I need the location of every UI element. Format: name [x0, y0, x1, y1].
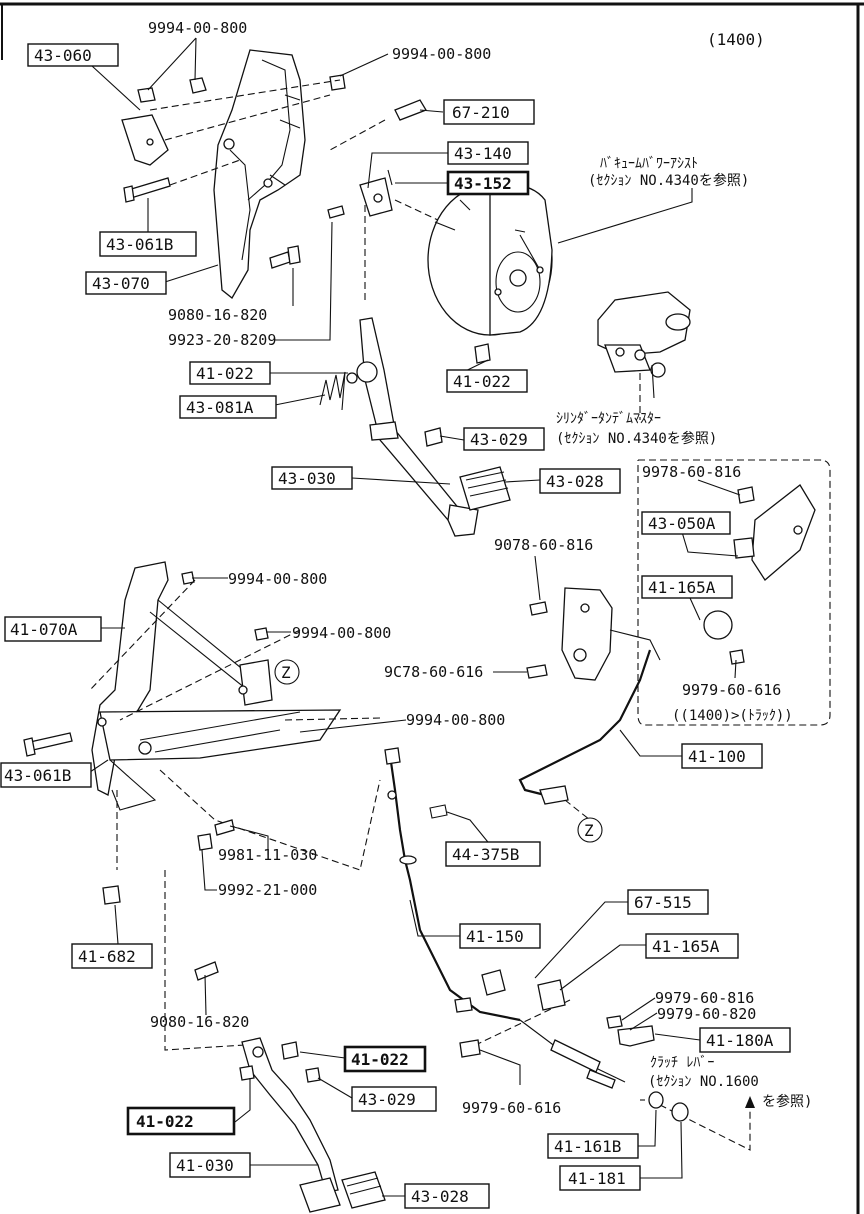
clutch-lever-note: ｸﾗｯﾁ ﾚﾊﾞｰ	[650, 1055, 714, 1071]
callout-44-375b: 44-375B	[452, 845, 519, 864]
callout-41-181: 41-181	[568, 1169, 626, 1188]
svg-text:Z: Z	[281, 663, 291, 682]
callout-9979-816: 9979-60-816	[655, 989, 754, 1007]
brake-support-bracket-drawing	[213, 49, 306, 299]
callout-41-682: 41-682	[78, 947, 136, 966]
callout-67-210: 67-210	[452, 103, 510, 122]
brake-pedal-pad-drawing	[459, 466, 511, 511]
callout-9994-d: 9994-00-800	[292, 624, 391, 642]
callout-9994-c: 9994-00-800	[228, 570, 327, 588]
clutch-lever-41-180a-drawing	[606, 1015, 655, 1047]
pedal-support-41-070a-drawing	[91, 561, 342, 811]
callout-43-028-b: 43-028	[411, 1187, 469, 1206]
callout-41-022-b: 41-022	[453, 372, 511, 391]
callout-43-060: 43-060	[34, 46, 92, 65]
bracket-43-060-drawing	[121, 74, 346, 166]
callout-43-140: 43-140	[454, 144, 512, 163]
callout-41-165a-a: 41-165A	[648, 578, 716, 597]
vacuum-booster-drawing	[427, 183, 553, 336]
callout-67-515: 67-515	[634, 893, 692, 912]
callout-leaders	[89, 37, 741, 1197]
callout-43-030: 43-030	[278, 469, 336, 488]
callout-9979-820: 9979-60-820	[657, 1005, 756, 1023]
vacuum-booster-section-note: (ｾｸｼｮﾝ NO.4340を参照)	[588, 172, 749, 189]
callout-43-028-a: 43-028	[546, 472, 604, 491]
callout-43-050a: 43-050A	[648, 514, 716, 533]
callout-9979-616: 9979-60-616	[682, 681, 781, 699]
arrow-head-icon	[745, 1096, 755, 1108]
callout-41-070a: 41-070A	[10, 620, 78, 639]
callout-9979-616b: 9979-60-616	[462, 1099, 561, 1117]
z-marks: Z Z	[274, 659, 603, 843]
vacuum-booster-note: ﾊﾞｷｭｰﾑﾊﾞﾜｰｱｼｽﾄ	[600, 156, 698, 172]
clutch-pedal-pad-drawing	[299, 1171, 386, 1213]
callout-43-081a: 43-081A	[186, 398, 254, 417]
callout-43-152: 43-152	[454, 174, 512, 193]
callout-41-100: 41-100	[688, 747, 746, 766]
callout-9994-e: 9994-00-800	[406, 711, 505, 729]
clutch-cable-dashed-leaders	[89, 579, 751, 1151]
master-cylinder-note: ｼﾘﾝﾀﾞｰﾀﾝﾃﾞﾑﾏｽﾀｰ	[556, 411, 661, 427]
clip-67-515-drawing	[481, 969, 566, 1011]
svg-text:Z: Z	[584, 821, 594, 840]
callout-9981: 9981-11-030	[218, 846, 317, 864]
brake-pedal-arm-drawing	[346, 317, 479, 537]
stopper-43-029-drawing	[424, 343, 491, 447]
callout-9978: 9978-60-816	[642, 463, 741, 481]
truck-dashed-frame	[637, 459, 831, 726]
callout-9994-b: 9994-00-800	[392, 45, 491, 63]
reference-notes: ﾊﾞｷｭｰﾑﾊﾞﾜｰｱｼｽﾄ (ｾｸｼｮﾝ NO.4340を参照) ｼﾘﾝﾀﾞｰ…	[556, 156, 812, 1110]
model-code: (1400)	[707, 30, 765, 49]
callout-9994-a: 9994-00-800	[148, 19, 247, 37]
clutch-pedal-bracket-41-100-drawing	[518, 587, 661, 805]
master-cylinder-section-note: (ｾｸｼｮﾝ NO.4340を参照)	[556, 430, 717, 447]
bushings-lower-right-drawing	[648, 1091, 689, 1122]
callout-41-150: 41-150	[466, 927, 524, 946]
return-spring-drawing	[319, 371, 346, 411]
clutch-lever-section-note: (ｾｸｼｮﾝ NO.1600	[648, 1074, 759, 1090]
misc-bolts-middle-drawing	[194, 486, 755, 1058]
callout-41-180a: 41-180A	[706, 1031, 774, 1050]
callout-43-070: 43-070	[92, 274, 150, 293]
callout-9078-b: 9C78-60-616	[384, 663, 483, 681]
callout-9080-a: 9080-16-820	[168, 306, 267, 324]
callout-43-061b: 43-061B	[106, 235, 173, 254]
callout-41-022-a: 41-022	[196, 364, 254, 383]
callout-labels: 43-060 9994-00-800 9994-00-800 67-210 43…	[0, 19, 791, 1209]
callout-43-061b-b: 43-061B	[4, 766, 71, 785]
clip-44-375b-drawing	[429, 804, 448, 819]
clutch-lever-ref-note: を参照)	[762, 1093, 812, 1110]
bracket-43-050a-drawing	[703, 484, 816, 640]
callout-9923: 9923-20-8209	[168, 331, 276, 349]
support-bolt-drawing	[23, 732, 73, 757]
callout-9078-a: 9078-60-816	[494, 536, 593, 554]
callout-9992: 9992-21-000	[218, 881, 317, 899]
callout-43-029-a: 43-029	[470, 430, 528, 449]
callout-41-165a-b: 41-165A	[652, 937, 720, 956]
callout-41-030: 41-030	[176, 1156, 234, 1175]
truck-note: ((1400)>(ﾄﾗｯｸ))	[672, 708, 793, 724]
callout-41-161b: 41-161B	[554, 1137, 621, 1156]
callout-43-029-b: 43-029	[358, 1090, 416, 1109]
callout-41-022-d: 41-022	[136, 1112, 194, 1131]
clutch-cable-drawing	[384, 747, 626, 1089]
callout-9080-b: 9080-16-820	[150, 1013, 249, 1031]
clip-41-682-drawing	[102, 885, 121, 905]
master-cylinder-drawing	[597, 291, 691, 378]
clutch-pedal-arm-drawing	[239, 1037, 339, 1193]
callout-41-022-c: 41-022	[351, 1050, 409, 1069]
